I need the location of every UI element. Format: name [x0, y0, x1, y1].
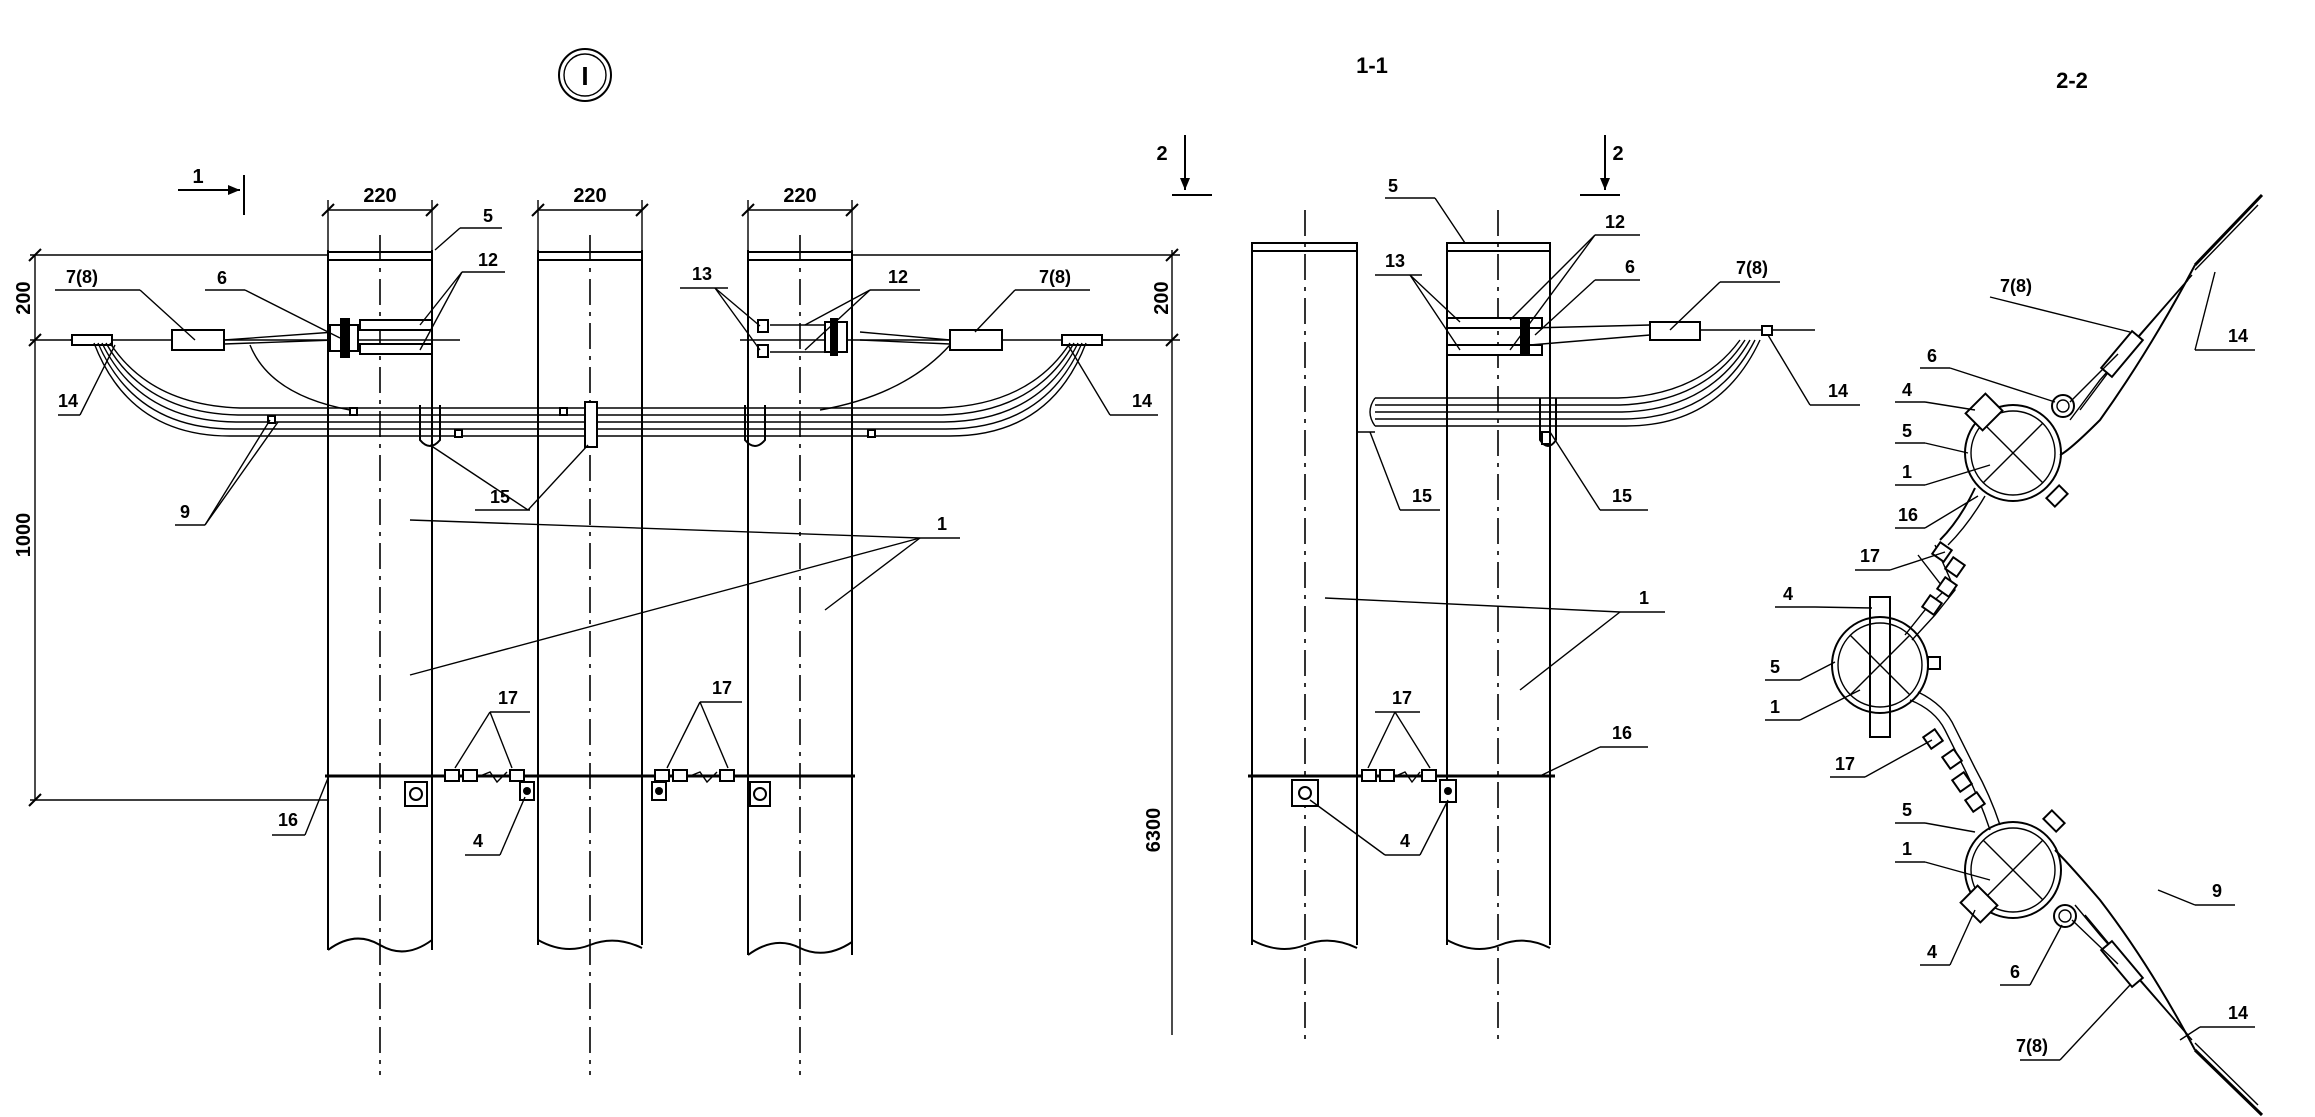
- callout-12-section: 12: [1605, 212, 1625, 232]
- dim-220-left: 220: [363, 185, 396, 207]
- cut-arrow-1-label: 1: [192, 166, 203, 188]
- callout-5-front: 5: [483, 206, 493, 226]
- callout-14-front-right: 14: [1132, 391, 1152, 411]
- callout-1-plan-top: 1: [1902, 462, 1912, 482]
- callout-6-front: 6: [217, 268, 227, 288]
- callout-6-section: 6: [1625, 257, 1635, 277]
- callout-13-front: 13: [692, 264, 712, 284]
- callout-17-front-right: 17: [712, 678, 732, 698]
- top-cable-assembly: [70, 318, 1110, 448]
- callout-13-section: 13: [1385, 251, 1405, 271]
- callout-4-front: 4: [473, 831, 483, 851]
- callout-78-front-right: 7(8): [1039, 267, 1071, 287]
- callout-4-plan-bottom: 4: [1927, 942, 1937, 962]
- callout-4-section: 4: [1400, 831, 1410, 851]
- section-2-2-view: 7(8) 14 6 4 5 1 16 17 4 5 1 17 5 1 4 6 9: [1765, 193, 2264, 1117]
- pole-left: [327, 235, 433, 1075]
- callout-14-plan-bottom: 14: [2228, 1003, 2248, 1023]
- dimension-left-vertical: 200 1000: [13, 248, 328, 807]
- callout-16-plan: 16: [1898, 505, 1918, 525]
- dim-220-middle: 220: [573, 185, 606, 207]
- section-1-1-view: 2 2: [1156, 135, 1860, 1040]
- callout-16-front: 16: [278, 810, 298, 830]
- callout-5-plan-top: 5: [1902, 421, 1912, 441]
- pole-right: [747, 235, 853, 1075]
- dim-200-left: 200: [13, 281, 35, 314]
- callout-78-front-left: 7(8): [66, 267, 98, 287]
- callout-14-front-left: 14: [58, 391, 78, 411]
- callout-16-section: 16: [1612, 723, 1632, 743]
- view-marker-label: I: [581, 61, 588, 91]
- pole-middle: [537, 235, 643, 1075]
- callout-15-section-right: 15: [1612, 486, 1632, 506]
- callout-15-section-left: 15: [1412, 486, 1432, 506]
- callout-6-plan-top: 6: [1927, 346, 1937, 366]
- dim-1000: 1000: [13, 513, 35, 558]
- callout-17-plan-bottom: 17: [1835, 754, 1855, 774]
- callout-4-plan-top: 4: [1902, 380, 1912, 400]
- callout-14-plan-top: 14: [2228, 326, 2248, 346]
- cut-arrow-2-left-label: 2: [1156, 143, 1167, 165]
- callout-5-plan-middle: 5: [1770, 657, 1780, 677]
- callout-78-plan-bottom: 7(8): [2016, 1036, 2048, 1056]
- callout-12-front-left: 12: [478, 250, 498, 270]
- callout-17-front-left: 17: [498, 688, 518, 708]
- section-title-2-2: 2-2: [2056, 68, 2088, 93]
- front-view: 1 220: [13, 166, 1180, 1075]
- callout-1-front: 1: [937, 514, 947, 534]
- callout-1-plan-middle: 1: [1770, 697, 1780, 717]
- view-marker: I: [558, 48, 612, 102]
- callout-17-plan-top: 17: [1860, 546, 1880, 566]
- callout-12-front-right: 12: [888, 267, 908, 287]
- callout-5-section: 5: [1388, 176, 1398, 196]
- callout-14-section: 14: [1828, 381, 1848, 401]
- callout-17-section: 17: [1392, 688, 1412, 708]
- callout-9-front: 9: [180, 502, 190, 522]
- callout-15-front: 15: [490, 487, 510, 507]
- dim-220-right: 220: [783, 185, 816, 207]
- callout-78-section: 7(8): [1736, 258, 1768, 278]
- callout-6-plan-bottom: 6: [2010, 962, 2020, 982]
- cut-arrow-2-right-label: 2: [1612, 143, 1623, 165]
- dimension-right-vertical: 200 6300: [852, 248, 1180, 1035]
- callout-4-plan-middle: 4: [1783, 584, 1793, 604]
- lower-band-assembly: [325, 769, 855, 807]
- dimension-220-set: 220 220 220: [321, 185, 859, 250]
- dim-6300: 6300: [1143, 808, 1165, 853]
- callout-1-section: 1: [1639, 588, 1649, 608]
- callout-5-plan-bottom: 5: [1902, 800, 1912, 820]
- callout-9-plan: 9: [2212, 881, 2222, 901]
- front-view-leaders: 5 7(8) 6 12 13 12 7(8) 14 14 9: [55, 206, 1158, 856]
- section-title-1-1: 1-1: [1356, 53, 1388, 78]
- dim-200-right: 200: [1151, 281, 1173, 314]
- callout-1-plan-bottom: 1: [1902, 839, 1912, 859]
- callout-78-plan-top: 7(8): [2000, 276, 2032, 296]
